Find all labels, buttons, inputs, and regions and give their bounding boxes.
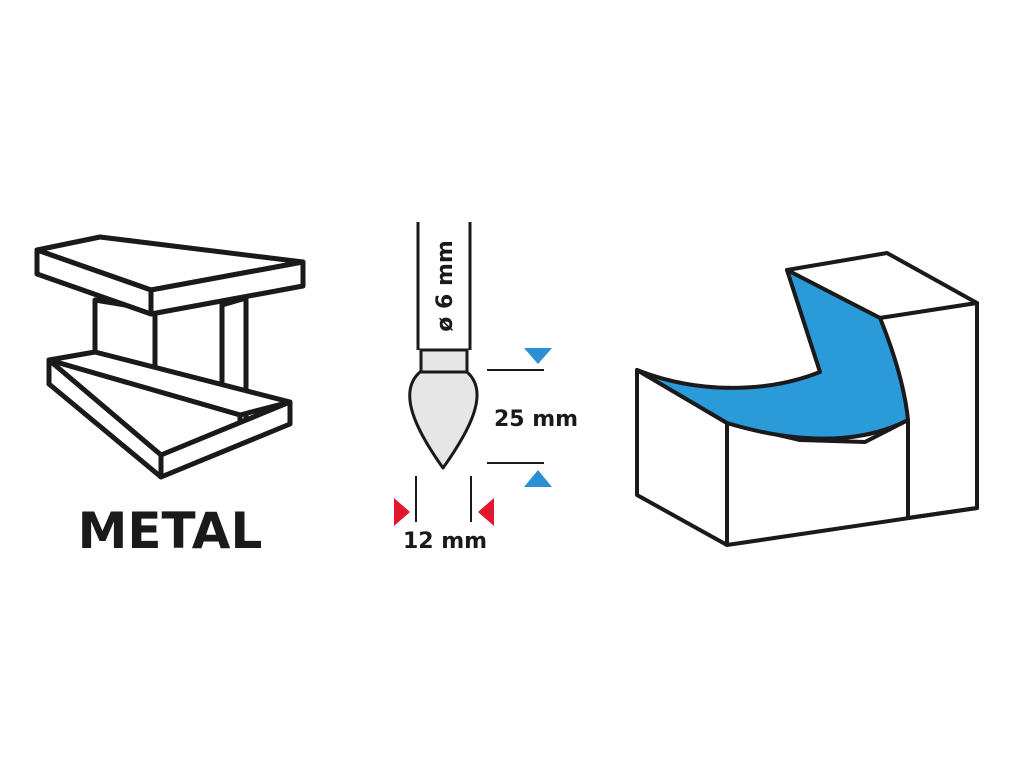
bit-collar [419,348,469,374]
grinding-profile-block-icon [635,251,979,547]
block-base-face [725,418,979,547]
width-marker-right-icon [478,498,494,526]
pointed-grinding-stone-icon [408,222,479,470]
carved-profile-surface [635,268,910,441]
head-length-label: 25 mm [494,407,578,432]
length-dimension [487,348,552,487]
shank-diameter-label: ø 6 mm [433,240,458,332]
width-dimension [394,476,494,526]
grinding-stone-head [408,370,479,470]
length-marker-bottom-icon [524,470,552,487]
i-beam-top-flange-right [148,259,306,317]
width-marker-left-icon [394,498,410,526]
head-width-label: 12 mm [403,529,487,554]
i-beam-bottom-flange-right [158,399,293,480]
material-label: METAL [78,502,263,560]
i-beam-icon [34,234,306,480]
length-marker-top-icon [524,348,552,364]
